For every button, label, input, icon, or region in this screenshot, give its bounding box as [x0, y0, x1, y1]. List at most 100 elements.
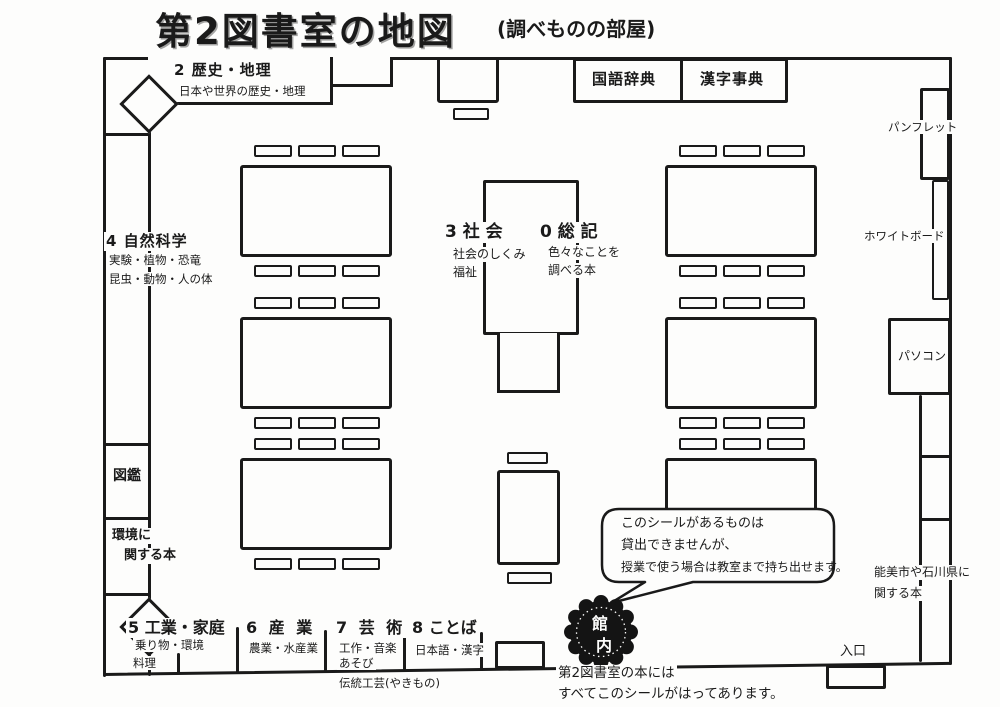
kanji-dictionary-label: 漢字事典 — [700, 70, 765, 88]
chair — [723, 438, 761, 450]
right-shelf-inner-line — [919, 395, 922, 662]
general-desc2: 調べる本 — [546, 263, 599, 278]
kannai-stamp: 館 内 — [564, 595, 638, 669]
bottom-shelf-divider — [177, 653, 180, 674]
chair — [342, 558, 380, 570]
art-desc1: 工作・音楽 — [337, 641, 399, 656]
speech-bubble — [600, 507, 836, 605]
chair — [298, 558, 336, 570]
chair — [254, 145, 292, 157]
left-shelf-divider — [103, 443, 151, 446]
chair — [767, 417, 805, 429]
top-shelf-cell — [333, 57, 393, 87]
chair — [342, 438, 380, 450]
chair — [767, 438, 805, 450]
chair — [507, 572, 552, 584]
chair — [298, 417, 336, 429]
science-desc1: 実験・植物・恐竜 — [107, 253, 203, 268]
bottom-shelf-box — [495, 641, 545, 669]
page-subtitle: (調べものの部屋) — [497, 17, 656, 41]
chair — [679, 438, 717, 450]
chair — [767, 145, 805, 157]
chair — [679, 297, 717, 309]
table — [240, 165, 392, 257]
zukan-label: 図鑑 — [113, 468, 141, 484]
chair — [254, 558, 292, 570]
note-line1: 第2図書室の本には — [556, 665, 677, 682]
right-shelf-divider — [919, 518, 950, 521]
chair — [254, 438, 292, 450]
chair — [723, 265, 761, 277]
chair — [298, 297, 336, 309]
chair — [342, 417, 380, 429]
note-line2: すべてこのシールがはってあります。 — [556, 686, 786, 703]
history-title: 2 歴史・地理 — [174, 61, 272, 79]
right-shelf-divider — [919, 455, 950, 458]
chair — [767, 265, 805, 277]
industry-home-title: 5 工業・家庭 — [126, 618, 227, 638]
env-books-label-line1: 環境に — [110, 528, 154, 545]
science-title: 4 自然科学 — [104, 232, 190, 251]
bubble-line1: このシールがあるものは — [621, 516, 765, 531]
chair — [679, 265, 717, 277]
chair — [723, 297, 761, 309]
chair — [298, 265, 336, 277]
entrance-label: 入口 — [838, 644, 869, 661]
industry-home-desc1: 乗り物・環境 — [133, 638, 206, 653]
chair — [767, 297, 805, 309]
local-books-label-line2: 関する本 — [872, 586, 925, 601]
chair — [723, 417, 761, 429]
left-shelf-divider — [103, 517, 151, 520]
wall-left — [103, 57, 106, 677]
table — [437, 57, 499, 103]
stamp-char1: 館 — [592, 614, 608, 633]
bottom-shelf-divider — [236, 627, 239, 673]
art-title: 7 芸 術 — [334, 618, 408, 638]
industry-home-desc2: 料理 — [131, 656, 158, 671]
env-books-label-line2: 関する本 — [122, 548, 179, 565]
industry-title: 6 産 業 — [244, 618, 318, 638]
social-desc1: 社会のしくみ — [451, 247, 528, 262]
history-shelf — [148, 57, 333, 105]
table — [240, 458, 392, 550]
social-title: 3 社 会 — [443, 222, 505, 244]
history-desc: 日本や世界の歴史・地理 — [179, 84, 306, 98]
chair — [254, 265, 292, 277]
table — [497, 470, 560, 565]
entrance-mat — [826, 665, 886, 689]
chair — [342, 265, 380, 277]
pc-label: パソコン — [898, 349, 947, 363]
local-books-label-line1: 能美市や石川県に — [872, 565, 973, 580]
left-shelf-inner-line — [148, 57, 151, 676]
stamp-char2: 内 — [596, 636, 612, 655]
chair — [679, 145, 717, 157]
table — [665, 165, 817, 257]
industry-desc1: 農業・水産業 — [247, 641, 320, 656]
chair — [254, 417, 292, 429]
chair — [342, 297, 380, 309]
general-title: 0 総 記 — [538, 222, 600, 244]
table — [665, 317, 817, 409]
art-desc3: 伝統工芸(やきもの) — [337, 676, 442, 691]
chair — [342, 145, 380, 157]
bubble-line2: 貸出できませんが、 — [621, 538, 738, 553]
whiteboard-label: ホワイトボード — [862, 229, 947, 244]
chair — [723, 145, 761, 157]
page-title: 第2図書室の地図 — [155, 10, 456, 53]
science-desc2: 昆虫・動物・人の体 — [107, 272, 215, 287]
bottom-shelf-divider — [324, 630, 327, 672]
chair — [298, 438, 336, 450]
left-shelf-divider — [103, 133, 151, 136]
table — [240, 317, 392, 409]
general-desc1: 色々なことを — [546, 245, 623, 260]
kokugo-dictionary-shelf — [573, 58, 683, 103]
kanji-dictionary-shelf — [680, 58, 788, 103]
language-desc1: 日本語・漢字 — [413, 643, 486, 658]
chair — [254, 297, 292, 309]
chair — [298, 145, 336, 157]
social-desc2: 福祉 — [451, 265, 480, 280]
chair — [453, 108, 489, 120]
wall-top — [103, 57, 952, 60]
chair — [679, 417, 717, 429]
center-shelf-lower — [497, 333, 560, 393]
